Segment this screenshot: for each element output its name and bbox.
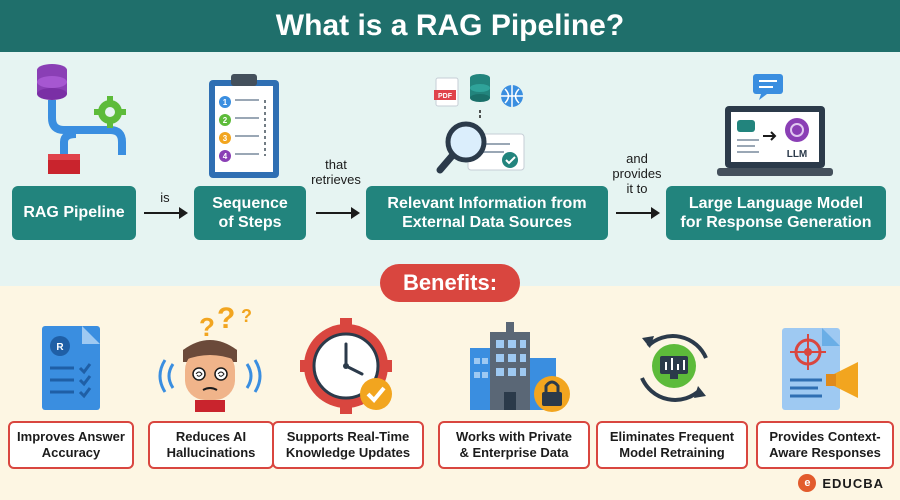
connector-label-that-retrieves: that retrieves: [311, 157, 361, 187]
svg-text:3: 3: [223, 134, 228, 143]
llm-label: LLM: [787, 149, 808, 160]
benefit-label: Reduces AI Hallucinations: [166, 429, 256, 460]
svg-text:1: 1: [223, 98, 228, 107]
benefit-label: Provides Context- Aware Responses: [769, 429, 881, 460]
arrow-2: [316, 207, 360, 219]
benefit-card-hallucinations: Reduces AI Hallucinations: [148, 421, 274, 469]
page-title: What is a RAG Pipeline?: [275, 9, 625, 42]
benefit-label: Eliminates Frequent Model Retraining: [609, 429, 735, 460]
benefits-heading: Benefits:: [380, 264, 520, 302]
title-bar: What is a RAG Pipeline?: [0, 0, 900, 52]
benefit-label: Works with Private & Enterprise Data: [455, 429, 573, 460]
step-label: Sequence of Steps: [212, 194, 288, 231]
svg-text:?: ?: [199, 312, 215, 342]
svg-text:?: ?: [241, 306, 252, 326]
svg-text:4: 4: [223, 152, 228, 161]
building-lock-icon: [470, 322, 570, 412]
step-sequence-of-steps: Sequence of Steps: [194, 186, 306, 240]
document-search-icon: PDF: [434, 74, 525, 174]
benefit-label: Supports Real-Time Knowledge Updates: [285, 429, 411, 460]
checklist-document-icon: R: [42, 326, 100, 410]
target-megaphone-icon: [782, 328, 858, 410]
benefit-card-retraining: Eliminates Frequent Model Retraining: [596, 421, 748, 469]
svg-text:R: R: [56, 342, 64, 353]
step-large-language-model: Large Language Model for Response Genera…: [666, 186, 886, 240]
connector-label-and-provides: and provides it to: [612, 151, 662, 196]
checklist-clipboard-icon: 1 2 3 4: [209, 74, 279, 178]
arrow-3: [616, 207, 660, 219]
benefit-card-accuracy: Improves Answer Accuracy: [8, 421, 134, 469]
clock-gear-icon: [300, 318, 392, 414]
step-rag-pipeline: RAG Pipeline: [12, 186, 136, 240]
svg-text:?: ?: [217, 306, 235, 335]
brand-name: EDUCBA: [822, 475, 884, 491]
step-label: Large Language Model for Response Genera…: [680, 194, 872, 231]
cycle-monitor-icon: [640, 334, 708, 402]
benefit-label: Improves Answer Accuracy: [17, 429, 125, 460]
benefit-card-private-data: Works with Private & Enterprise Data: [438, 421, 590, 469]
arrow-1: [144, 207, 188, 219]
svg-text:2: 2: [223, 116, 228, 125]
laptop-llm-icon: LLM: [717, 74, 833, 176]
confused-person-icon: ? ? ?: [158, 306, 262, 412]
step-label: Relevant Information from External Data …: [387, 194, 587, 231]
step-relevant-information: Relevant Information from External Data …: [366, 186, 608, 240]
brand-logo-icon: e: [798, 474, 817, 492]
pdf-label: PDF: [438, 93, 453, 100]
benefit-card-real-time: Supports Real-Time Knowledge Updates: [272, 421, 424, 469]
database-puzzle-icon: [37, 64, 126, 174]
benefit-card-context-aware: Provides Context- Aware Responses: [756, 421, 894, 469]
brand-watermark: e EDUCBA: [798, 474, 884, 492]
connector-label-is: is: [160, 190, 170, 205]
step-label: RAG Pipeline: [23, 204, 125, 222]
